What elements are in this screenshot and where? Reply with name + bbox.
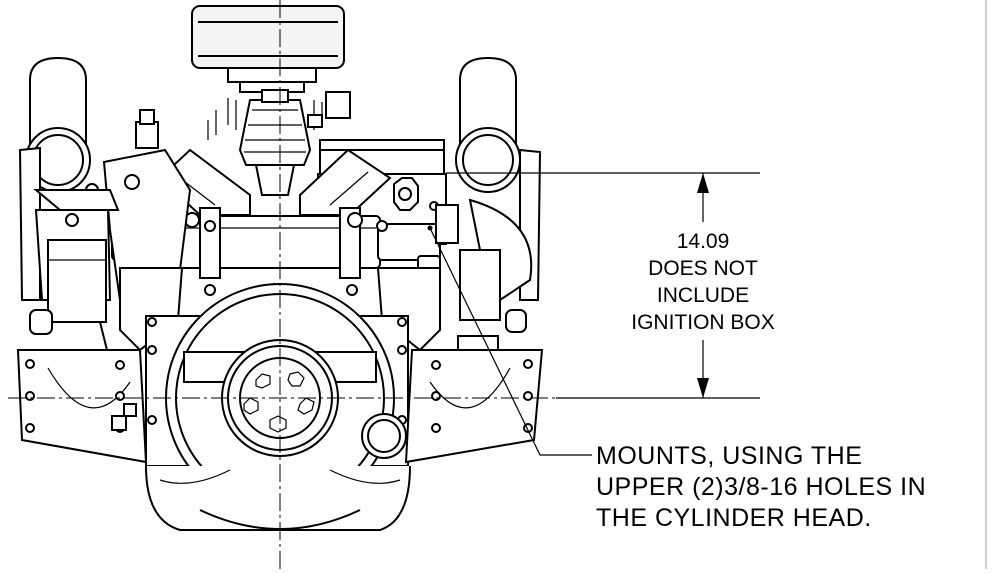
callout-leader [429, 227, 592, 456]
callout-line-2: UPPER (2)3/8-16 HOLES IN [596, 473, 926, 501]
dimension-value: 14.09 [677, 230, 730, 253]
dimension-arrow-bottom [697, 378, 709, 398]
mount-callout: MOUNTS, USING THE UPPER (2)3/8-16 HOLES … [427, 225, 926, 532]
water-crossover [111, 204, 459, 296]
distributor [207, 89, 351, 196]
callout-leader-dot [427, 225, 433, 231]
air-cleaner [191, 5, 345, 93]
dimension-note-line-3: IGNITION BOX [631, 311, 775, 334]
height-dimension: 14.09 DOES NOT INCLUDE IGNITION BOX [446, 172, 775, 399]
dimension-note-line-2: INCLUDE [657, 284, 749, 307]
front-motor-mount-plates [16, 349, 544, 464]
oil-pan [145, 465, 411, 531]
right-exhaust-manifold [455, 56, 542, 357]
callout-line-1: MOUNTS, USING THE [596, 442, 862, 470]
dimension-note-line-1: DOES NOT [648, 257, 758, 280]
dimension-arrow-top [697, 173, 709, 193]
engine-assembly [16, 5, 544, 531]
left-exhaust-manifold [18, 56, 120, 371]
callout-line-3: THE CYLINDER HEAD. [596, 504, 872, 532]
